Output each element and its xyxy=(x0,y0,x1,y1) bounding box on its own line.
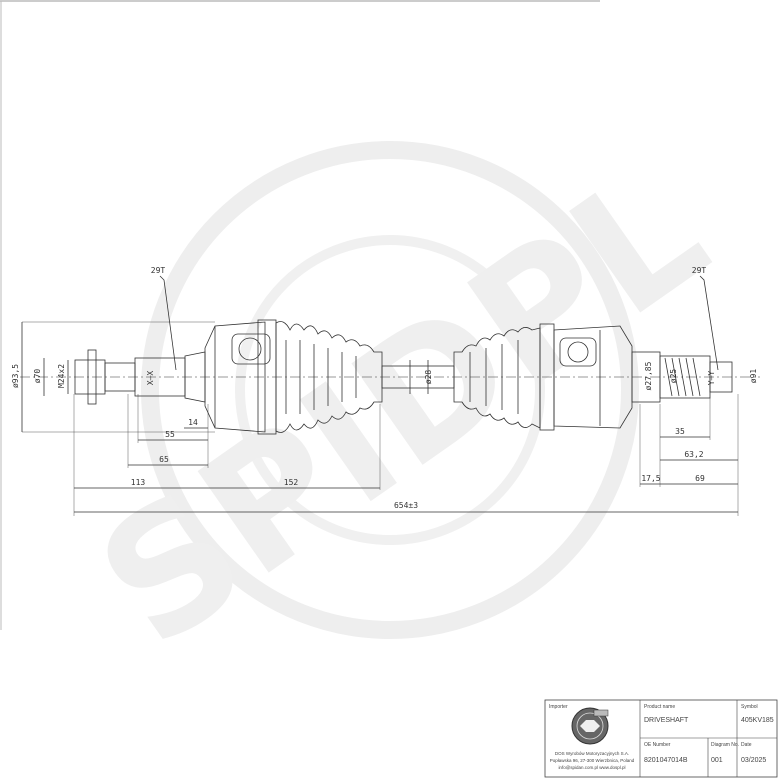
dim-left-outer-dia: ø93,5 xyxy=(11,364,20,388)
oe-number-header: OE Number xyxy=(644,742,671,748)
dim-right-175: 17,5 xyxy=(641,474,660,483)
left-boot xyxy=(275,321,383,433)
importer-header: Importer xyxy=(549,704,568,710)
dim-right-632: 63,2 xyxy=(684,450,703,459)
spline-left-label: 29T xyxy=(151,266,166,275)
watermark-logo: SPIDPL xyxy=(66,131,740,686)
dim-right-seat-dia: ø27,85 xyxy=(644,361,653,390)
watermark-text: SPIDPL xyxy=(66,131,740,686)
dim-right-69: 69 xyxy=(695,474,705,483)
leader-right-29t xyxy=(699,275,719,371)
title-block: Importer Product name Symbol DRIVESHAFT … xyxy=(544,699,778,778)
dim-left-152: 152 xyxy=(284,478,299,487)
diagram-no-value: 001 xyxy=(711,757,723,764)
dim-overall: 654±3 xyxy=(394,501,418,510)
dim-left-bearing-dia: ø70 xyxy=(33,369,42,384)
left-outer-joint xyxy=(204,319,277,435)
dim-left-55: 55 xyxy=(165,430,175,439)
symbol-value: 405KV185 xyxy=(741,717,774,724)
right-joint-housing xyxy=(539,323,633,431)
dim-left-thread: M24x2 xyxy=(57,364,66,388)
company-line1: DOS Wyrobów Motoryzacyjnych S.A. xyxy=(555,751,629,756)
section-right-label: Y–Y xyxy=(707,371,716,386)
dim-shaft-dia: ø28 xyxy=(424,370,433,385)
company-line2: Popławska 96, 27-300 Wierzbnica, Poland xyxy=(550,758,635,763)
product-name-header: Product name xyxy=(644,704,675,710)
right-stub-shaft xyxy=(631,351,733,403)
product-name-value: DRIVESHAFT xyxy=(644,717,689,724)
dim-right-35: 35 xyxy=(675,427,685,436)
company-line3: info@spidan.com.pl www.dospl.pl xyxy=(558,765,625,770)
leader-left-29t xyxy=(159,275,177,371)
dim-right-spline-dia: ø25 xyxy=(669,369,678,384)
dim-left-14: 14 xyxy=(188,418,198,427)
spline-right-label: 29T xyxy=(692,266,707,275)
oe-number-value: 8201047014B xyxy=(644,757,688,764)
company-seal-logo xyxy=(571,707,609,745)
section-left-label: X–X xyxy=(146,371,155,386)
date-value: 03/2025 xyxy=(741,757,766,764)
dim-left-113: 113 xyxy=(131,478,146,487)
dim-right-end-dia: ø91 xyxy=(749,369,758,384)
date-header: Date xyxy=(741,742,752,748)
diagram-no-header: Diagram No. xyxy=(711,742,739,748)
symbol-header: Symbol xyxy=(741,704,758,710)
dim-left-65: 65 xyxy=(159,455,169,464)
